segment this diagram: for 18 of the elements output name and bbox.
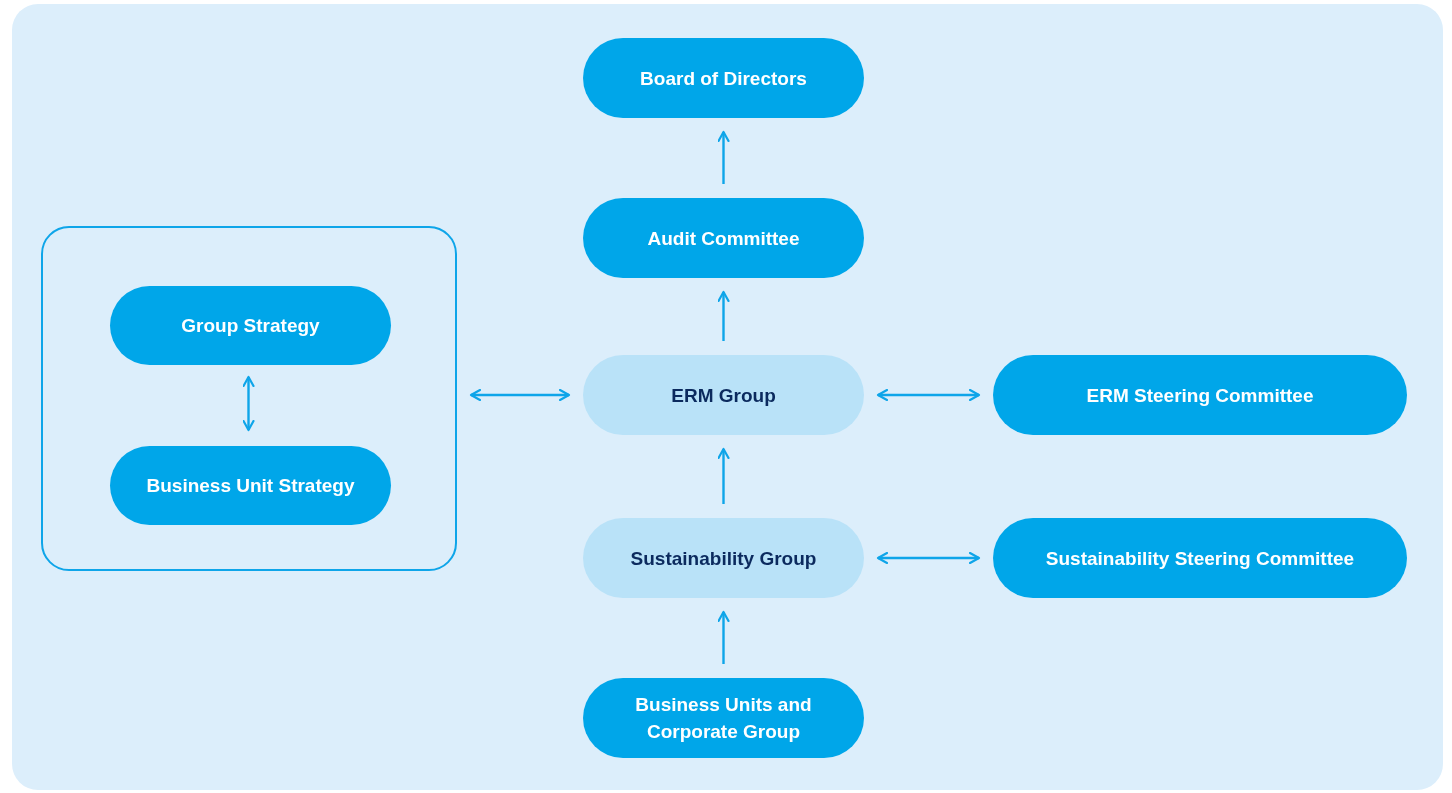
arrow [717,447,730,504]
arrow [876,551,981,565]
box-label: ERM Steering Committee [1086,383,1314,408]
box-label: Audit Committee [647,226,800,251]
arrow [469,388,571,402]
box-label: Business Unit Strategy [146,474,355,498]
box-label: Sustainability Group [630,546,817,571]
box-label: Sustainability Steering Committee [1045,546,1355,571]
box-label: ERM Group [671,383,776,408]
arrow [717,290,730,341]
arrow [717,610,730,664]
arrow [717,130,730,184]
arrow [242,375,255,432]
box-label: Board of Directors [640,66,807,91]
group-frame [41,226,457,571]
box-label: Group Strategy [181,314,320,338]
box-label: Business Units and Corporate Group [634,693,813,744]
arrow [876,388,981,402]
